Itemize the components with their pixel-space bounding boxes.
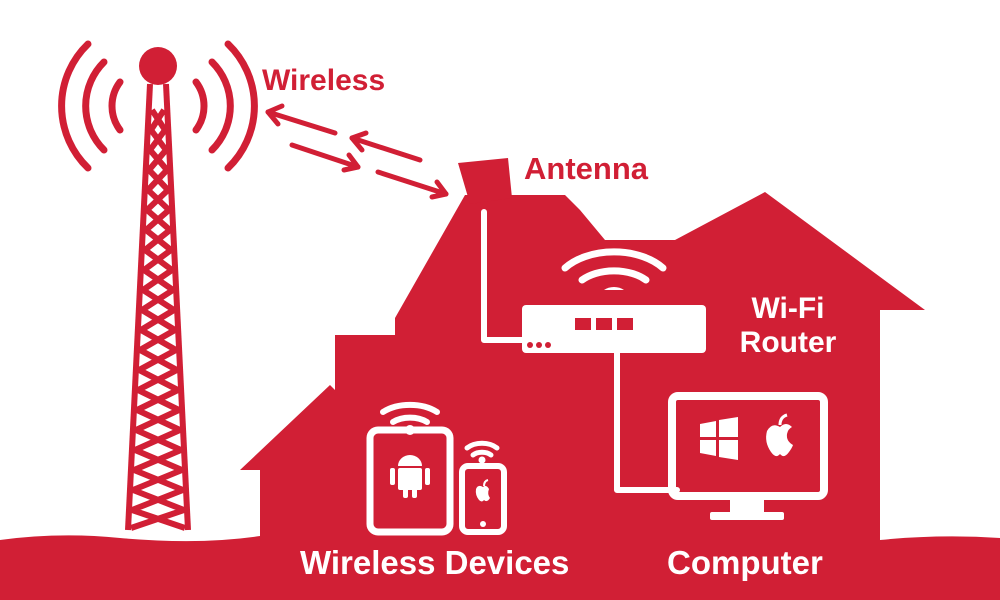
label-wireless-devices: Wireless Devices <box>300 544 570 581</box>
label-computer: Computer <box>667 544 823 581</box>
label-wireless: Wireless <box>262 64 386 97</box>
ground <box>0 535 1000 600</box>
tablet-android-icon <box>366 401 454 536</box>
phone-apple-icon <box>459 440 507 535</box>
label-antenna: Antenna <box>524 151 648 186</box>
label-wifi-router-line1: Wi-Fi <box>751 292 825 325</box>
monitor-windows-apple-icon <box>668 392 828 520</box>
cables <box>481 209 680 493</box>
label-wifi-router: Wi-Fi Router <box>728 292 848 360</box>
signal-arrows <box>265 103 449 200</box>
label-wifi-router-line2: Router <box>739 326 837 359</box>
wifi-router-icon <box>522 248 706 353</box>
cell-tower-icon <box>58 40 258 531</box>
